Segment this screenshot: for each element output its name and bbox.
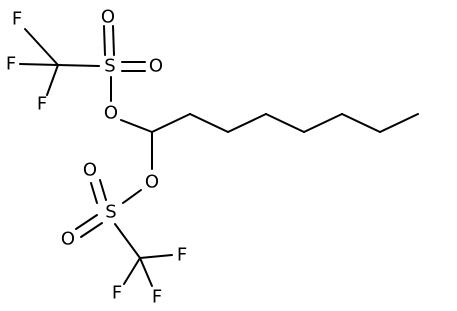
atom-f-top-3: F bbox=[37, 94, 47, 115]
bond-f2-c1 bbox=[19, 63, 59, 66]
bond-c2-c3 bbox=[189, 113, 229, 133]
bond-s2-o-up-a bbox=[99, 179, 107, 201]
atom-o-top-ester: O bbox=[104, 103, 118, 124]
bond-o-ester-ch bbox=[120, 119, 153, 133]
bond-c5-c6 bbox=[303, 113, 343, 133]
bond-s2-o-left-a bbox=[75, 214, 98, 230]
bond-s2-o-left-b bbox=[80, 222, 103, 238]
bond-s2-o-up-b bbox=[90, 182, 98, 204]
atom-o-bottom-double-left: O bbox=[61, 229, 75, 250]
atom-labels: F F F S O O O O S O O F F F bbox=[6, 7, 187, 308]
bond-c1-s1 bbox=[57, 64, 100, 67]
bond-c9-f4 bbox=[139, 254, 173, 259]
atom-o-bottom-ester: O bbox=[145, 172, 159, 193]
bond-o-ester-lower-s2 bbox=[122, 189, 142, 204]
bond-s2-c9 bbox=[114, 223, 141, 259]
atom-f-bottom-2: F bbox=[112, 283, 122, 304]
bonds bbox=[19, 25, 419, 287]
bond-c9-f5 bbox=[123, 257, 141, 285]
bond-c6-c7 bbox=[341, 113, 381, 133]
bond-s1-o-up-b bbox=[112, 25, 115, 56]
bond-c7-c8 bbox=[379, 113, 419, 133]
atom-f-top-1: F bbox=[12, 9, 22, 30]
bond-c3-c4 bbox=[227, 113, 267, 133]
bond-ch-c2 bbox=[151, 113, 191, 133]
atom-o-top-double-up: O bbox=[101, 7, 115, 28]
atom-f-top-2: F bbox=[6, 54, 16, 75]
bond-c9-f6 bbox=[139, 257, 153, 287]
atom-o-top-double-right: O bbox=[149, 56, 163, 77]
atom-o-bottom-double-up: O bbox=[83, 160, 97, 181]
bond-f1-c1 bbox=[24, 28, 59, 66]
bond-c4-c5 bbox=[265, 113, 305, 133]
atom-f-bottom-3: F bbox=[152, 287, 162, 308]
atom-f-bottom-1: F bbox=[177, 245, 187, 266]
atom-s-bottom: S bbox=[105, 202, 116, 223]
bond-f3-c1 bbox=[46, 64, 59, 96]
bond-s1-o-up-a bbox=[103, 25, 106, 56]
atom-s-top: S bbox=[104, 56, 115, 77]
